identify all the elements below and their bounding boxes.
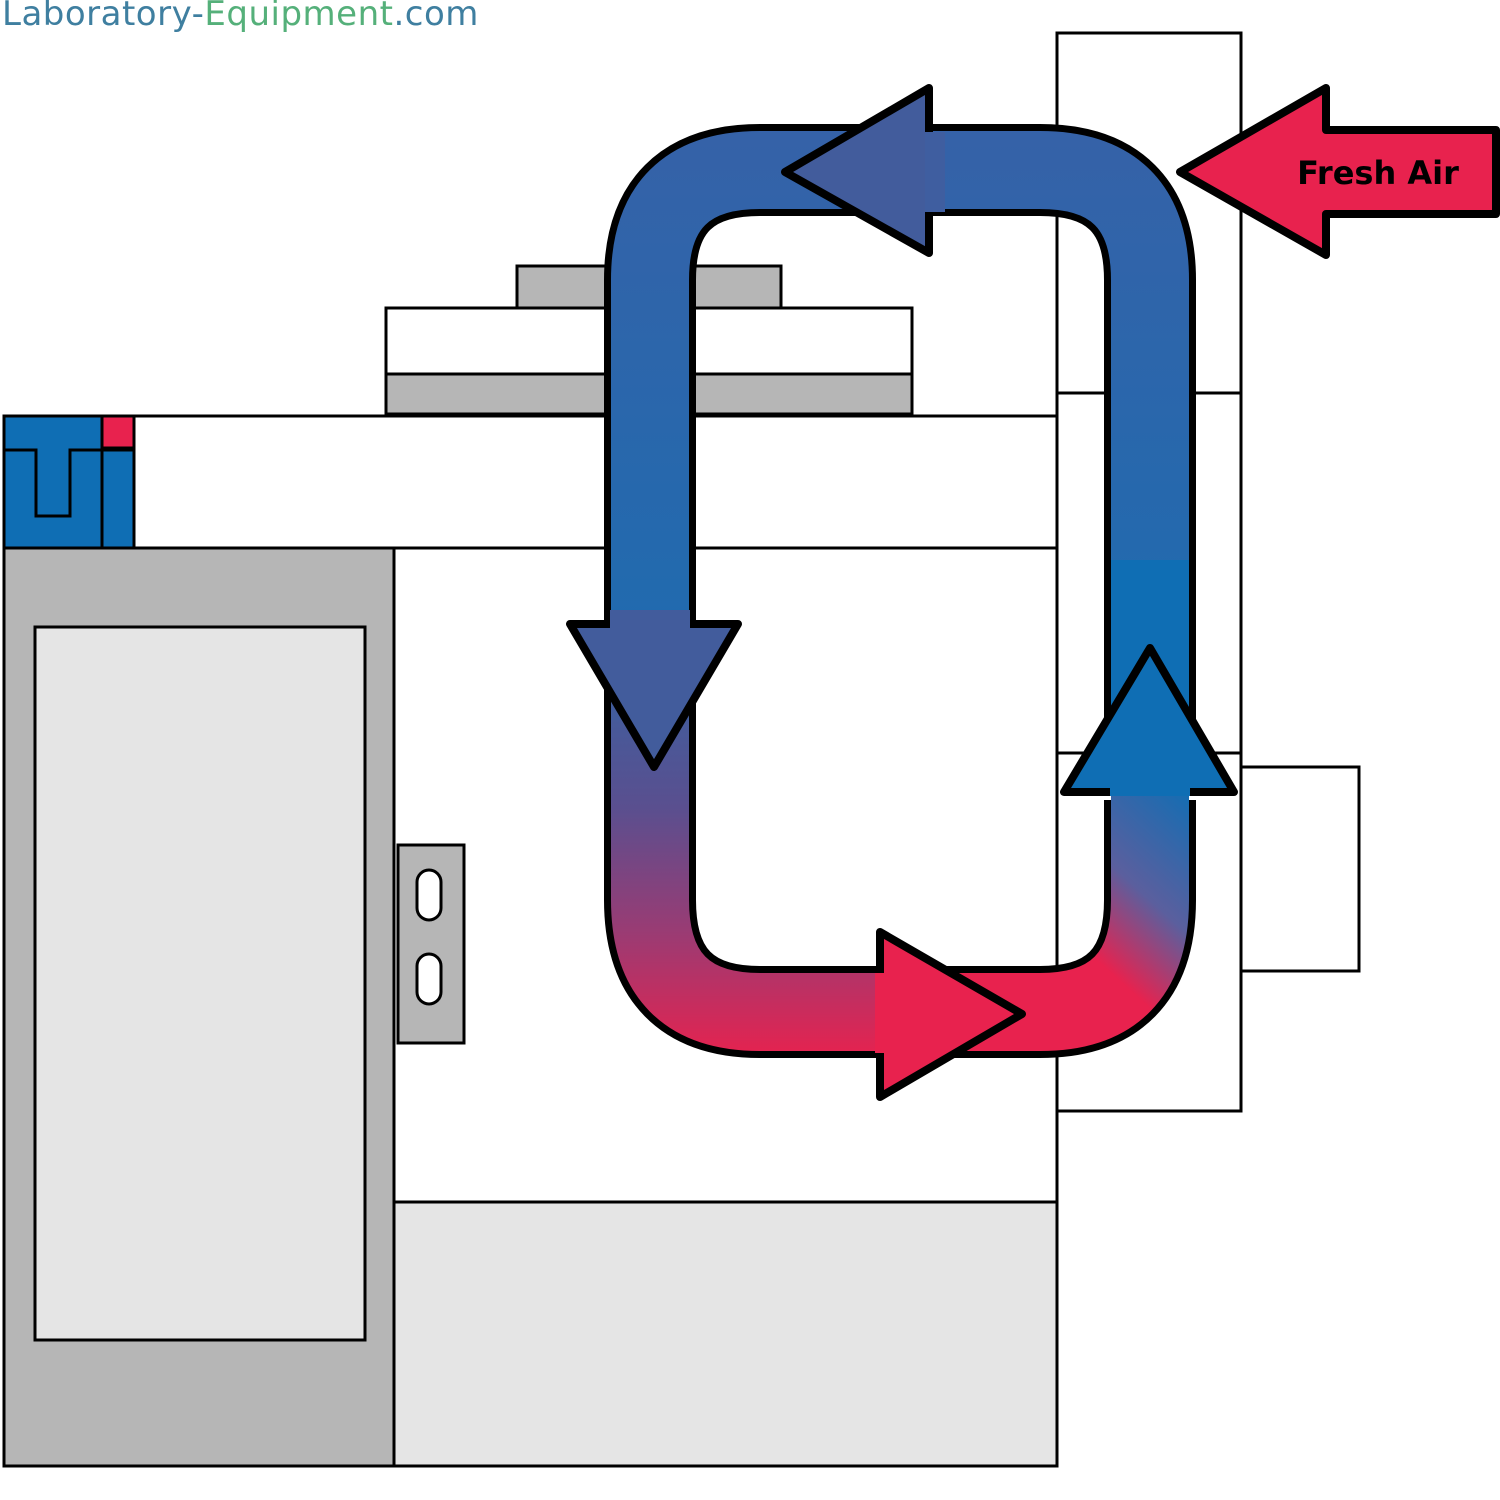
airflow-loop bbox=[566, 84, 1238, 1101]
hinge-slot-bottom bbox=[415, 952, 443, 1006]
loop-right-segment bbox=[940, 560, 1189, 1051]
fresh-air-arrow: Fresh Air bbox=[1176, 84, 1500, 259]
hinge-slot-top bbox=[415, 868, 443, 922]
cabinet-body bbox=[2, 414, 1059, 1468]
brand-part-com: .com bbox=[393, 0, 479, 34]
ti-logo-icon bbox=[2, 414, 136, 550]
brand-watermark: Laboratory-Equipment.com bbox=[2, 0, 479, 34]
loop-left-segment bbox=[611, 700, 960, 1051]
door-window bbox=[33, 625, 367, 1342]
arrow-top-left bbox=[781, 84, 933, 257]
side-box bbox=[1239, 765, 1361, 973]
fresh-air-label: Fresh Air bbox=[1297, 154, 1459, 192]
arrow-up-right bbox=[1060, 644, 1238, 796]
door-hinge bbox=[396, 843, 466, 1045]
brand-part-laboratory: Laboratory- bbox=[2, 0, 205, 34]
brand-part-equipment: Equipment bbox=[204, 0, 394, 34]
